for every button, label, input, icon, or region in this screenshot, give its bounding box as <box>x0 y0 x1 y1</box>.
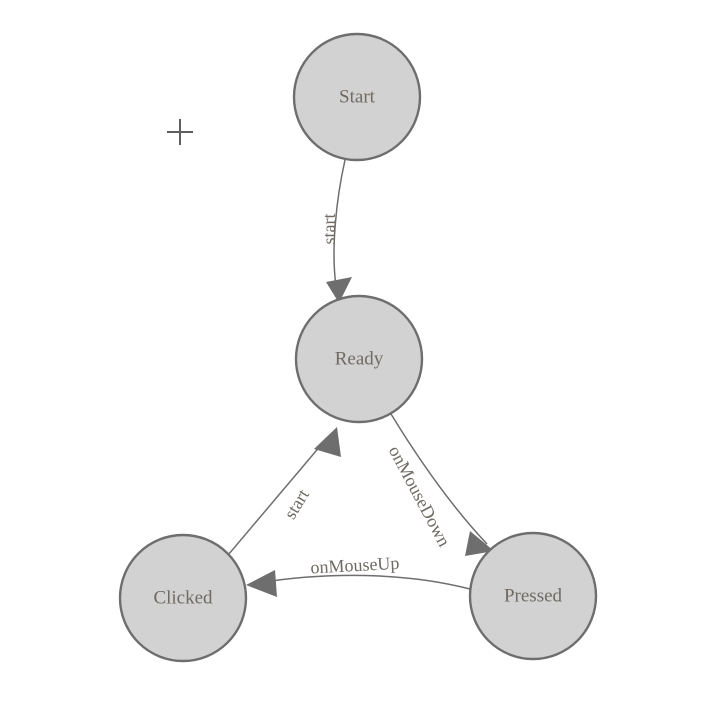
node-circle-ready[interactable] <box>294 294 424 424</box>
edge-label-start-to-ready: start <box>319 214 339 245</box>
node-circle-pressed[interactable] <box>468 531 598 661</box>
node-clicked[interactable]: Clicked <box>118 533 248 663</box>
node-circle-start[interactable] <box>292 32 422 162</box>
arrowhead-ready-to-pressed <box>465 531 494 556</box>
crosshair-marker[interactable] <box>167 119 193 145</box>
edge-path-pressed-to-clicked[interactable] <box>257 574 471 590</box>
arrowhead-pressed-to-clicked <box>246 570 277 597</box>
nodes-layer: Start Ready Clicked Pressed <box>118 32 598 663</box>
edge-pressed-to-clicked[interactable]: onMouseUp <box>246 553 471 597</box>
arrowhead-clicked-to-ready <box>314 427 341 457</box>
node-ready[interactable]: Ready <box>294 294 424 424</box>
node-start[interactable]: Start <box>292 32 422 162</box>
edge-path-start-to-ready[interactable] <box>333 159 346 287</box>
node-circle-clicked[interactable] <box>118 533 248 663</box>
arrowhead-start-to-ready <box>326 277 352 303</box>
node-pressed[interactable]: Pressed <box>468 531 598 661</box>
node-label-pressed: Pressed <box>504 585 563 606</box>
edge-label-pressed-to-clicked: onMouseUp <box>310 553 400 578</box>
edge-path-ready-to-pressed[interactable] <box>390 413 488 545</box>
node-label-clicked: Clicked <box>153 587 213 608</box>
node-label-ready: Ready <box>335 348 384 369</box>
edge-start-to-ready[interactable]: start <box>319 159 352 303</box>
node-label-start: Start <box>339 86 376 107</box>
